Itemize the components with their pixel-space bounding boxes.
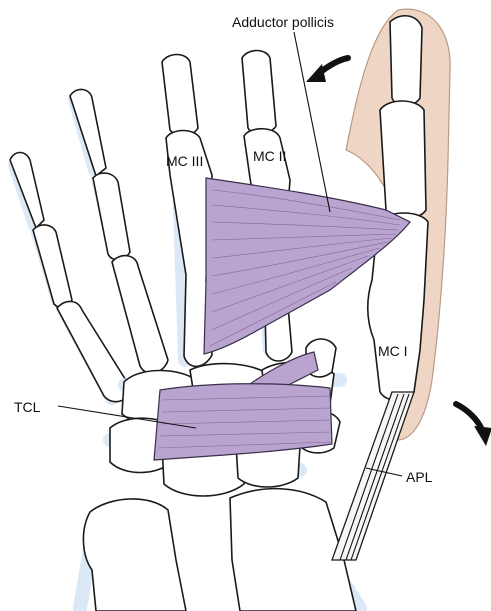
mc-ii-label: MC II: [253, 148, 286, 164]
rotation-arrow-top: [306, 55, 351, 82]
thumb-bones: [366, 15, 429, 402]
ring-finger-bones: [68, 88, 169, 379]
apl-label: APL: [406, 469, 433, 485]
adductor-leader-line: [293, 31, 331, 213]
adductor-fiber-lines: [209, 189, 401, 347]
apl-leader-line: [365, 467, 403, 477]
apl-tendon: [331, 391, 415, 561]
mc-i-label: MC I: [378, 343, 408, 359]
mc-iii-label: MC III: [166, 153, 203, 169]
forearm-bones: [73, 487, 367, 611]
middle-finger-bones: [161, 53, 213, 368]
tcl-label: TCL: [14, 399, 41, 415]
adductor-pollicis-muscle: [203, 177, 411, 355]
little-finger-bones: [8, 151, 133, 405]
tcl-leader-line: [57, 405, 197, 429]
rotation-arrow-bottom: [453, 401, 491, 446]
transverse-carpal-ligament: [153, 383, 333, 461]
adductor-pollicis-label: Adductor pollicis: [232, 14, 334, 30]
